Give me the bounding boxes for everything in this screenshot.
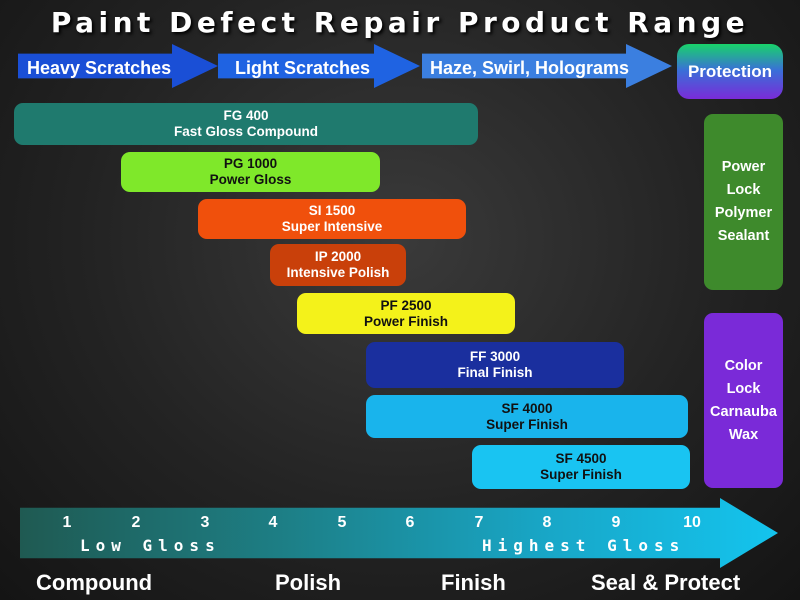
- protection-label: Protection: [687, 61, 773, 81]
- heavy-scratches-label: Heavy Scratches: [27, 58, 172, 78]
- product-sf4000: SF 4000 Super Finish: [366, 395, 688, 438]
- wax-line: Wax: [728, 426, 759, 443]
- product-code: SF 4500: [555, 451, 607, 466]
- scale-number: 5: [337, 514, 347, 531]
- low-gloss-label: Low Gloss: [80, 536, 221, 555]
- product-code: PG 1000: [223, 156, 278, 171]
- product-si1500: SI 1500 Super Intensive: [198, 199, 466, 239]
- product-code: FG 400: [223, 108, 269, 123]
- product-pf2500: PF 2500 Power Finish: [297, 293, 515, 334]
- protection-box: Protection: [677, 44, 783, 99]
- product-name: Fast Gloss Compound: [173, 124, 318, 139]
- scale-number: 7: [474, 514, 484, 531]
- product-name: Super Finish: [486, 416, 568, 432]
- wax-line: Carnauba: [710, 403, 777, 420]
- stage-polish: Polish: [275, 570, 342, 595]
- gloss-scale-arrow: [20, 498, 778, 568]
- product-code: FF 3000: [469, 349, 521, 364]
- product-ff3000: FF 3000 Final Finish: [366, 342, 624, 388]
- sealant-line: Lock: [726, 182, 761, 198]
- haze-swirl-label: Haze, Swirl, Holograms: [430, 58, 630, 78]
- sealant-line: Polymer: [714, 205, 773, 221]
- product-name: Super Intensive: [281, 219, 383, 234]
- product-code: IP 2000: [314, 249, 362, 264]
- wax-line: Lock: [726, 380, 761, 397]
- product-name: Power Gloss: [209, 172, 292, 187]
- product-name: Final Finish: [457, 365, 533, 380]
- scale-number: 10: [683, 514, 701, 531]
- product-name: Intensive Polish: [286, 265, 390, 280]
- sealant-line: Power: [721, 159, 766, 175]
- stage-seal-protect: Seal & Protect: [591, 570, 741, 595]
- light-scratches-label: Light Scratches: [235, 58, 371, 78]
- scale-number: 4: [268, 514, 278, 531]
- product-sf4500: SF 4500 Super Finish: [472, 445, 690, 489]
- product-code: PF 2500: [380, 297, 432, 313]
- highest-gloss-label: Highest Gloss: [482, 536, 686, 555]
- product-name: Power Finish: [363, 313, 448, 329]
- product-fg400: FG 400 Fast Gloss Compound: [14, 103, 478, 145]
- scale-number: 8: [542, 514, 552, 531]
- stage-compound: Compound: [36, 570, 153, 595]
- scale-number: 6: [405, 514, 415, 531]
- stage-finish: Finish: [441, 570, 506, 595]
- wax-line: Color: [724, 357, 763, 374]
- wax-box: Color Lock Carnauba Wax: [704, 313, 783, 488]
- product-pg1000: PG 1000 Power Gloss: [121, 152, 380, 192]
- scale-number: 3: [200, 514, 210, 531]
- scale-number: 1: [62, 514, 72, 531]
- sealant-box: Power Lock Polymer Sealant: [704, 114, 783, 290]
- scale-number: 9: [611, 514, 621, 531]
- product-name: Super Finish: [540, 467, 622, 482]
- product-code: SF 4000: [501, 400, 553, 416]
- sealant-line: Sealant: [717, 228, 770, 244]
- product-ip2000: IP 2000 Intensive Polish: [270, 244, 406, 286]
- page-title: Paint Defect Repair Product Range: [50, 6, 750, 39]
- product-code: SI 1500: [308, 203, 356, 218]
- scale-number: 2: [131, 514, 141, 531]
